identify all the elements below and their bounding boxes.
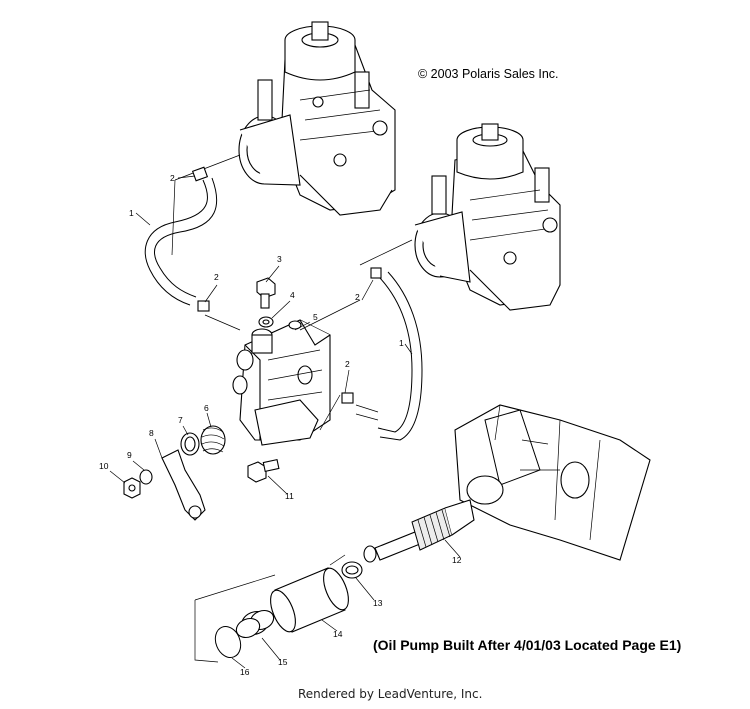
circlip-16: [214, 625, 242, 659]
callout-7: 7: [178, 415, 183, 425]
copyright-text: © 2003 Polaris Sales Inc.: [418, 67, 559, 81]
callout-6: 6: [204, 403, 209, 413]
lever-8: [161, 449, 206, 521]
callout-12: 12: [452, 555, 462, 565]
callout-2-upper: 2: [170, 173, 175, 183]
carburetor-upper: [171, 21, 396, 256]
callout-2-pump: 2: [214, 272, 219, 282]
washer-9: [139, 469, 153, 485]
bolt-11: [247, 458, 280, 483]
sleeve-14: [270, 567, 349, 633]
callout-8: 8: [149, 428, 154, 438]
spring-6: [200, 425, 226, 455]
callout-4: 4: [290, 290, 295, 300]
callout-2-right: 2: [355, 292, 360, 302]
callout-1-left: 1: [129, 208, 134, 218]
callout-13: 13: [373, 598, 383, 608]
washer-4: [258, 316, 274, 328]
callout-5: 5: [313, 312, 318, 322]
carburetor-right: [359, 123, 561, 311]
callout-3: 3: [277, 254, 282, 264]
oil-hose-right: [341, 267, 423, 441]
oil-hose-left: [144, 166, 218, 312]
nut-10: [123, 477, 141, 499]
spring-15: [235, 609, 275, 639]
callout-2-lower: 2: [345, 359, 350, 369]
gear-shaft-12: [363, 499, 475, 563]
o-ring-13: [341, 561, 363, 579]
callout-15: 15: [278, 657, 288, 667]
callout-16: 16: [240, 667, 250, 677]
oil-pump-note: (Oil Pump Built After 4/01/03 Located Pa…: [373, 637, 682, 653]
rendered-by-footer: Rendered by LeadVenture, Inc.: [298, 687, 483, 701]
callout-1-right: 1: [399, 338, 404, 348]
callout-9: 9: [127, 450, 132, 460]
callout-14: 14: [333, 629, 343, 639]
seal-7: [180, 432, 200, 456]
engine-case: [454, 404, 651, 561]
bolt-3: [256, 277, 276, 309]
leader-lines: [109, 175, 461, 669]
bracket-line: [194, 554, 346, 663]
callout-10: 10: [99, 461, 109, 471]
callout-11: 11: [285, 491, 294, 501]
oil-pump-body: [204, 299, 361, 446]
